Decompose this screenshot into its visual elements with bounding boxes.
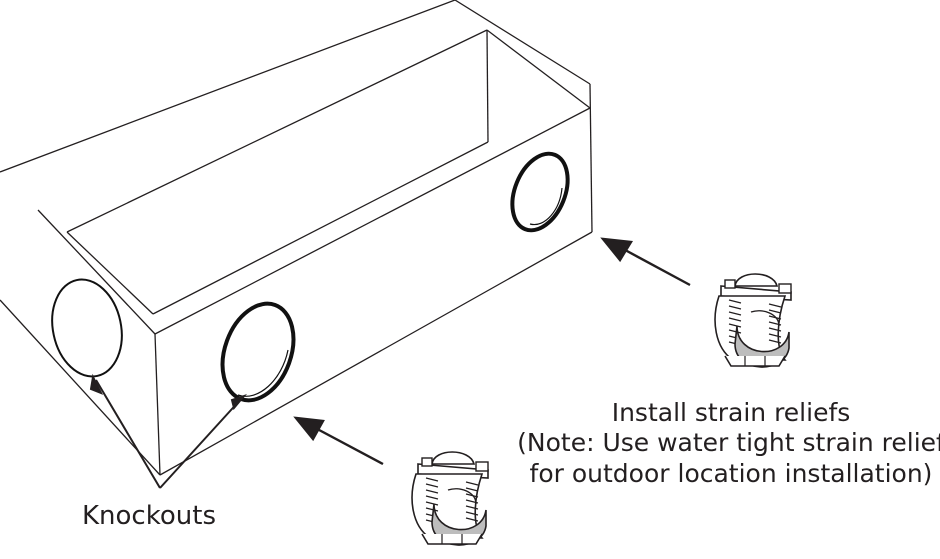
box-right-rim (486, 29, 591, 109)
knockout-front (220, 301, 296, 403)
strain-relief-note-line2: for outdoor location installation) (530, 459, 933, 488)
box-right-vertical (589, 83, 593, 233)
box-inner-right (486, 29, 489, 143)
box-left-bottom (0, 299, 161, 476)
strain-relief-arrows (293, 237, 691, 466)
strain-relief-note-line1: (Note: Use water tight strain relief (517, 428, 940, 457)
box-lid-edge-right (454, 0, 591, 85)
knockout-right-inner (529, 187, 563, 226)
box-left-top (37, 209, 156, 335)
arrow-lower-head (293, 416, 325, 442)
box-bottom-edge (159, 231, 593, 476)
knockout-leaders (89, 373, 248, 489)
strain-relief-connector-icon (411, 451, 489, 546)
strain-relief-connector-icon (714, 273, 792, 368)
box-front-rim (154, 107, 591, 335)
box-inner-back-bottom (152, 141, 489, 315)
knockouts (51, 151, 570, 403)
junction-box (0, 0, 593, 476)
knockout-right (510, 151, 570, 233)
box-front-corner (154, 333, 161, 476)
box-inner-floor (66, 231, 154, 315)
strain-relief-title: Install strain reliefs (612, 398, 851, 427)
knockouts-label: Knockouts (82, 501, 216, 531)
box-lid-edge (0, 0, 456, 173)
knockout-left (51, 278, 123, 378)
box-back-rim (66, 29, 488, 233)
arrow-upper-head (600, 237, 634, 263)
